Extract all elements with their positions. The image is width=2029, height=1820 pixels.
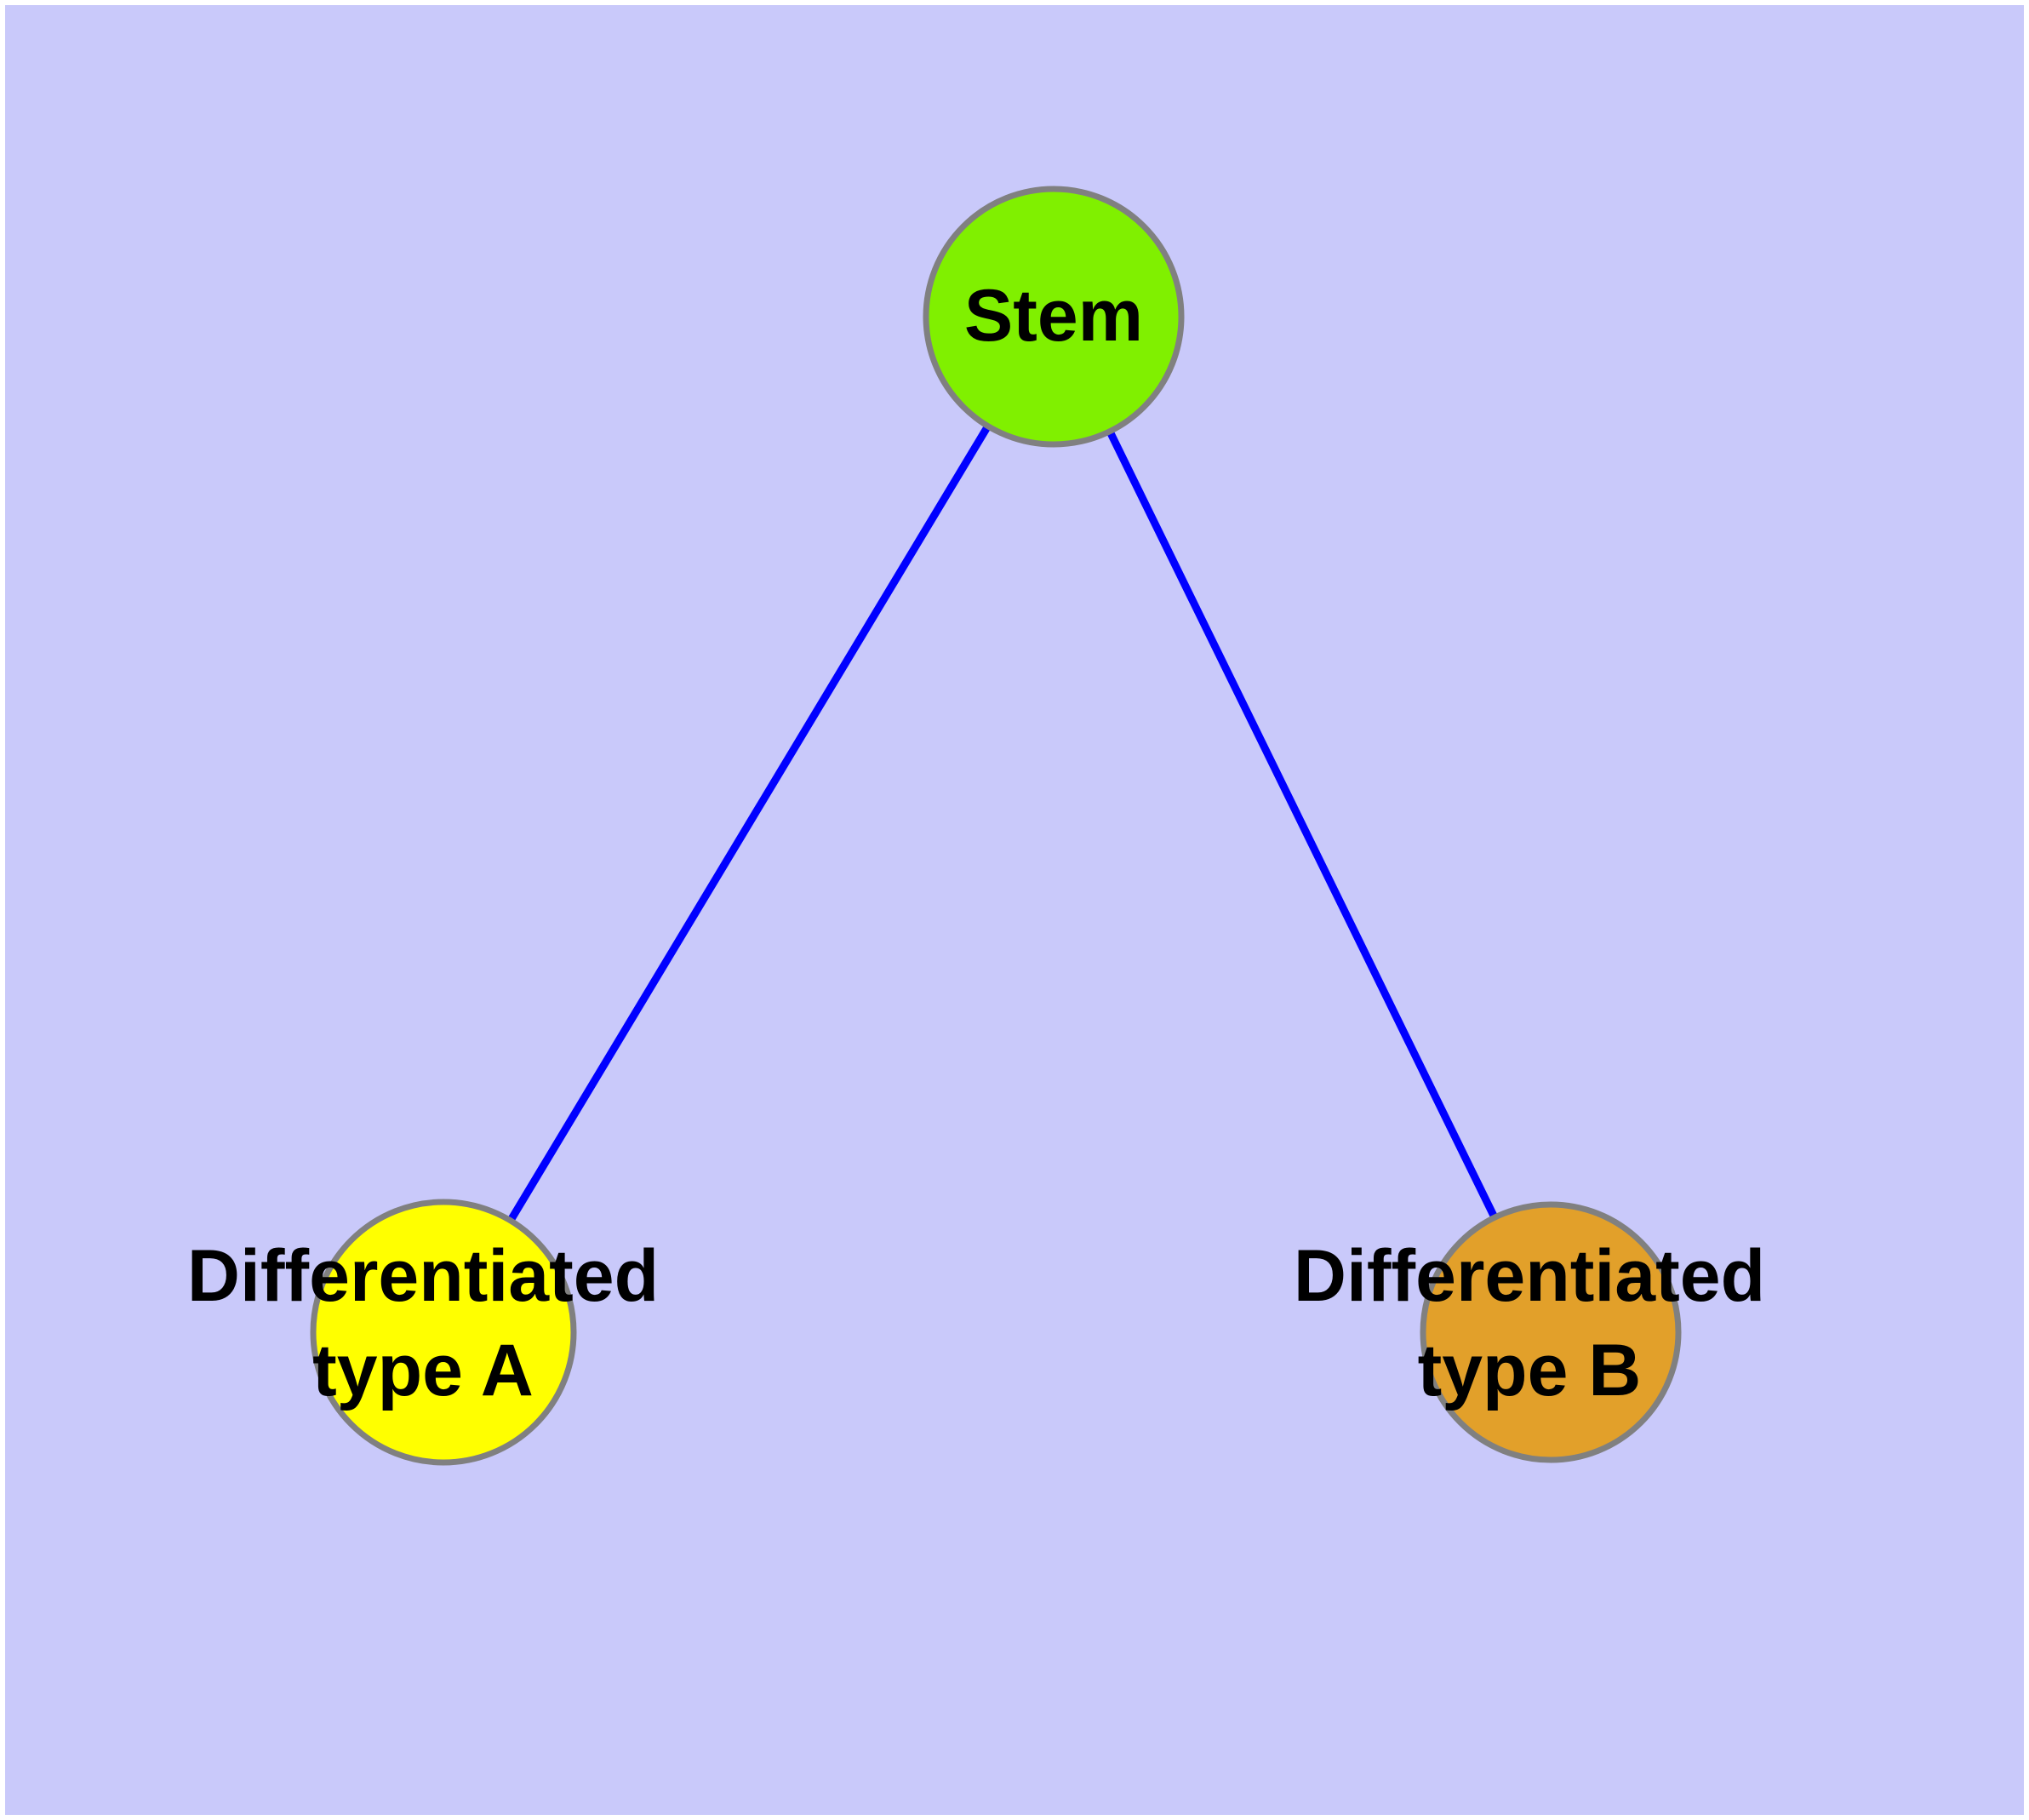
node-differentiated-type-b[interactable] xyxy=(1420,1201,1682,1463)
node-stem-circle[interactable] xyxy=(923,186,1185,448)
edge-stem-to-differentiated-type-a[interactable] xyxy=(440,314,1057,1335)
node-stem[interactable] xyxy=(923,186,1185,448)
edge-layer xyxy=(440,314,1555,1335)
node-stem-label: Stem xyxy=(964,275,1143,357)
edge-stem-to-differentiated-type-b[interactable] xyxy=(1049,315,1555,1334)
node-differentiated-type-b-circle[interactable] xyxy=(1420,1201,1682,1463)
node-differentiated-type-a[interactable] xyxy=(310,1199,577,1466)
node-differentiated-type-b-label-line2: type B xyxy=(1418,1330,1642,1411)
node-differentiated-type-b-label-line1: Differentiated xyxy=(1294,1235,1765,1317)
label-layer: Stem Differentiated type A Differentiate… xyxy=(187,275,1765,1411)
node-layer xyxy=(310,186,1682,1466)
node-differentiated-type-a-circle[interactable] xyxy=(310,1199,577,1466)
node-differentiated-type-a-label-line1: Differentiated xyxy=(187,1235,659,1317)
node-differentiated-type-a-label-line2: type A xyxy=(312,1330,534,1411)
